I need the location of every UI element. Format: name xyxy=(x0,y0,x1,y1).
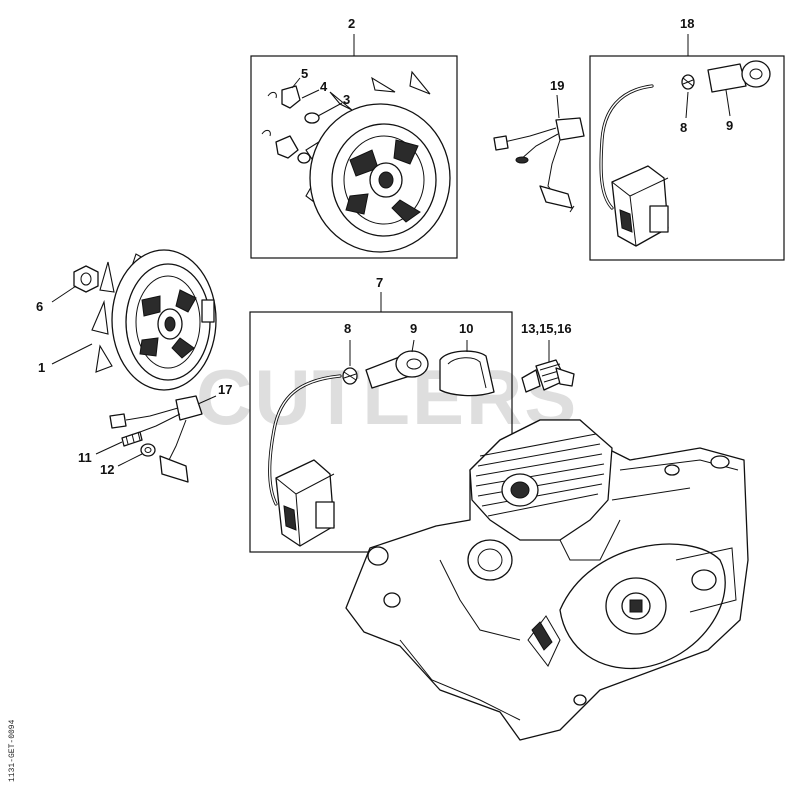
callout-4: 4 xyxy=(320,79,328,94)
callout-10: 10 xyxy=(459,321,473,336)
flywheel-detail xyxy=(305,70,451,253)
callout-3: 3 xyxy=(343,92,350,107)
detail-box-2 xyxy=(250,34,458,259)
callout-18: 18 xyxy=(680,16,694,31)
pawl-parts xyxy=(261,85,320,164)
wiring-harness-17: 17 xyxy=(109,382,232,483)
flywheel-1 xyxy=(91,249,217,391)
callout-9-lower: 9 xyxy=(410,321,417,336)
callout-1: 1 xyxy=(38,360,45,375)
callout-9-top: 9 xyxy=(726,118,733,133)
callout-13-15-16: 13,15,16 xyxy=(521,321,572,336)
callouts-flywheel: 6 1 xyxy=(36,285,93,375)
callout-6: 6 xyxy=(36,299,43,314)
screw-11: 11 xyxy=(78,431,143,465)
engine-crankcase xyxy=(345,419,749,741)
spark-plug-13-15-16: 13,15,16 xyxy=(521,321,575,393)
ignition-module-18: 8 9 xyxy=(599,60,771,247)
callout-8-top: 8 xyxy=(680,120,687,135)
callout-8-lower: 8 xyxy=(344,321,351,336)
callout-11: 11 xyxy=(78,450,92,465)
washer-12: 12 xyxy=(100,443,156,477)
spark-plug-boot-9: 9 xyxy=(365,321,429,389)
callout-12: 12 xyxy=(100,462,114,477)
callout-2: 2 xyxy=(348,16,355,31)
spring-8: 8 xyxy=(342,321,358,385)
detail-box-18: 18 xyxy=(589,16,785,261)
callout-5: 5 xyxy=(301,66,308,81)
drawing-code: 1131-GET-0094 xyxy=(8,719,17,782)
callout-7: 7 xyxy=(376,275,383,290)
callout-17: 17 xyxy=(218,382,232,397)
nut-6 xyxy=(73,265,99,293)
ignition-module-7 xyxy=(268,374,342,547)
wiring-harness-19: 19 xyxy=(493,78,585,213)
boot-cap-10: 10 xyxy=(439,321,495,397)
callouts-box-2: 2 5 4 3 xyxy=(291,16,355,117)
callout-19: 19 xyxy=(550,78,564,93)
